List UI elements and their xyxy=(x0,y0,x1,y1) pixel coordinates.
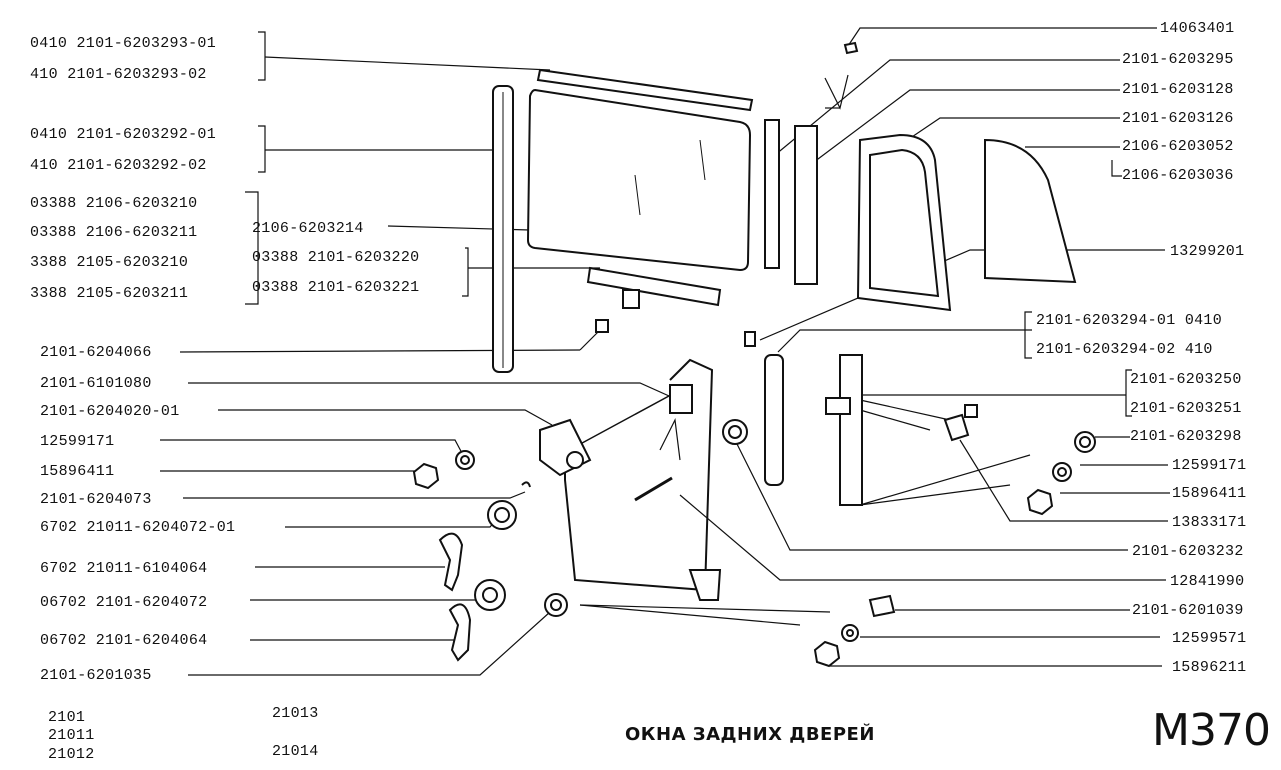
bracket-glass-group xyxy=(245,191,259,305)
nut-bottom xyxy=(813,640,841,668)
left-label: 6702 21011-6204072-01 xyxy=(40,519,236,536)
holder-clip xyxy=(622,289,640,309)
screw-vent xyxy=(843,41,859,55)
upper-trim-strip xyxy=(536,68,754,112)
sheet-code: M370 xyxy=(1152,705,1271,756)
left-label: 2101-6204020-01 xyxy=(40,403,180,420)
model-code: 21011 xyxy=(48,727,95,744)
right-label: 12841990 xyxy=(1170,573,1245,590)
right-label: 2101-6203126 xyxy=(1122,110,1234,127)
model-code: 2101 xyxy=(48,709,86,726)
right-label: 2101-6203294-02 410 xyxy=(1036,341,1213,358)
window-regulator-rail xyxy=(839,354,863,506)
left-label: 06702 2101-6204072 xyxy=(40,594,208,611)
right-label: 13299201 xyxy=(1170,243,1245,260)
bolt-bottom xyxy=(868,594,896,618)
bracket-seal-strip xyxy=(1024,311,1032,359)
right-label: 2101-6203232 xyxy=(1132,543,1244,560)
right-label: 12599571 xyxy=(1172,630,1247,647)
right-label: 12599171 xyxy=(1172,457,1247,474)
left-label: 2101-6201035 xyxy=(40,667,152,684)
right-label: 2101-6203295 xyxy=(1122,51,1234,68)
spring-clip xyxy=(521,481,531,488)
regulator-mechanism xyxy=(539,418,592,477)
left-label: 410 2101-6203293-02 xyxy=(30,66,207,83)
left-label: 06702 2101-6204064 xyxy=(40,632,208,649)
center-label: 03388 2101-6203220 xyxy=(252,249,420,266)
left-label: 0410 2101-6203292-01 xyxy=(30,126,217,143)
right-label: 13833171 xyxy=(1172,514,1247,531)
glass-holder-channel xyxy=(586,266,722,307)
right-label: 2106-6203036 xyxy=(1122,167,1234,184)
right-label: 2106-6203052 xyxy=(1122,138,1234,155)
right-label: 2101-6203128 xyxy=(1122,81,1234,98)
right-label: 2101-6201039 xyxy=(1132,602,1244,619)
cable-bracket xyxy=(669,384,693,414)
right-label: 2101-6203298 xyxy=(1130,428,1242,445)
lower-pulley-bracket xyxy=(688,569,722,601)
left-label: 15896411 xyxy=(40,463,115,480)
right-label: 14063401 xyxy=(1160,20,1235,37)
left-label: 03388 2106-6203211 xyxy=(30,224,198,241)
bracket-glass-holders xyxy=(462,247,469,297)
left-label: 12599171 xyxy=(40,433,115,450)
left-label: 3388 2105-6203210 xyxy=(30,254,189,271)
right-label: 2101-6203294-01 0410 xyxy=(1036,312,1223,329)
left-label: 410 2101-6203292-02 xyxy=(30,157,207,174)
bracket-glass-pair xyxy=(1111,160,1122,177)
nut-right xyxy=(1026,488,1054,516)
left-label: 0410 2101-6203293-01 xyxy=(30,35,217,52)
bracket-channel xyxy=(258,125,266,173)
screw-top xyxy=(744,331,756,347)
left-label: 2101-6101080 xyxy=(40,375,152,392)
bracket-regulator xyxy=(1125,369,1132,417)
right-label: 15896211 xyxy=(1172,659,1247,676)
small-clip xyxy=(595,319,609,333)
center-label: 03388 2101-6203221 xyxy=(252,279,420,296)
nut-left xyxy=(412,462,440,490)
division-bar xyxy=(794,125,818,285)
model-code: 21013 xyxy=(272,705,319,722)
bracket-top-strip xyxy=(258,31,266,81)
center-label: 2106-6203214 xyxy=(252,220,364,237)
rear-channel-strip xyxy=(764,119,780,269)
left-label: 03388 2106-6203210 xyxy=(30,195,198,212)
model-code: 21012 xyxy=(48,746,95,763)
window-crank-handle-2 xyxy=(448,603,472,662)
door-glass xyxy=(526,88,752,272)
left-label: 6702 21011-6104064 xyxy=(40,560,208,577)
left-label: 2101-6204073 xyxy=(40,491,152,508)
vent-window-glass xyxy=(984,138,1077,284)
left-label: 2101-6204066 xyxy=(40,344,152,361)
right-label: 2101-6203250 xyxy=(1130,371,1242,388)
seal-strip xyxy=(764,354,784,486)
left-label: 3388 2105-6203211 xyxy=(30,285,189,302)
model-code: 21014 xyxy=(272,743,319,760)
window-crank-handle-1 xyxy=(438,532,464,592)
page-title: ОКНА ЗАДНИХ ДВЕРЕЙ xyxy=(625,724,875,745)
right-label: 2101-6203251 xyxy=(1130,400,1242,417)
right-label: 15896411 xyxy=(1172,485,1247,502)
bolt-regulator xyxy=(943,413,970,442)
